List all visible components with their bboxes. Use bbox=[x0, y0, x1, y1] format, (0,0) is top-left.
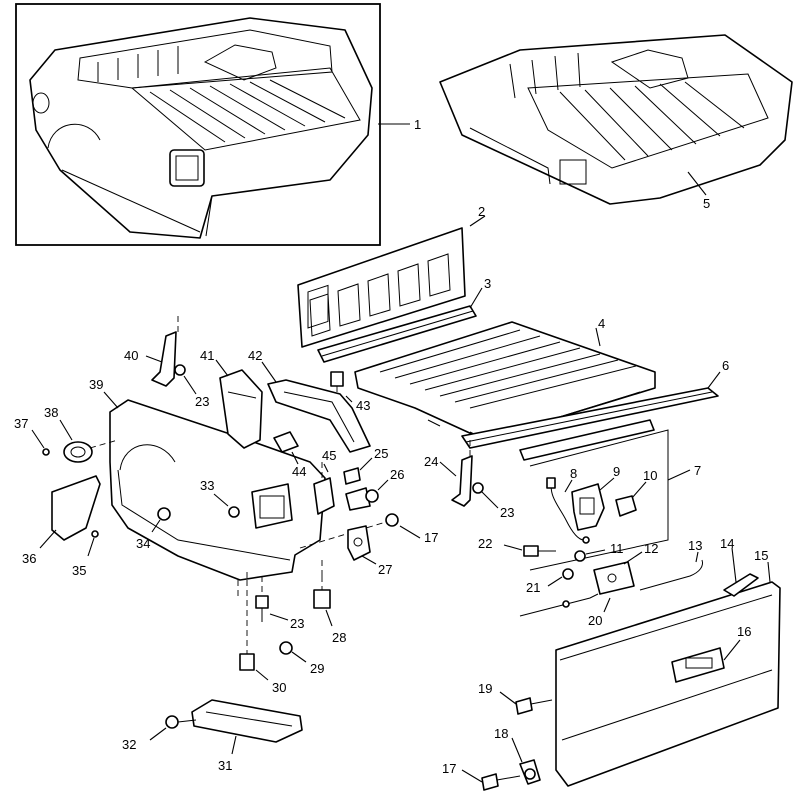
callout-44: 44 bbox=[292, 464, 306, 479]
callout-41: 41 bbox=[200, 348, 214, 363]
part-14-tailgate-cap: 14 bbox=[720, 536, 759, 597]
callout-31: 31 bbox=[218, 758, 232, 773]
part-40-bracket: 40 bbox=[124, 316, 179, 387]
part-10-bumper: 10 bbox=[615, 468, 657, 517]
part-38-fuel-housing: 38 bbox=[44, 405, 119, 463]
part-44-clip: 44 bbox=[273, 431, 306, 479]
part-20-rod: 20 bbox=[519, 593, 611, 628]
callout-16: 16 bbox=[737, 624, 751, 639]
callout-2: 2 bbox=[478, 204, 485, 219]
part-33-grommet: 33 bbox=[200, 478, 240, 518]
part-45-clip: 45 bbox=[313, 448, 336, 515]
callout-17a: 17 bbox=[424, 530, 438, 545]
callout-23a: 23 bbox=[195, 394, 209, 409]
callout-19: 19 bbox=[478, 681, 492, 696]
callout-43: 43 bbox=[356, 398, 370, 413]
part-36-fuel-door: 36 bbox=[22, 475, 101, 566]
part-5-bed-liner: 5 bbox=[439, 34, 793, 211]
part-11-nut: 11 bbox=[574, 541, 624, 562]
callout-13: 13 bbox=[688, 538, 702, 553]
part-21-bolt: 21 bbox=[526, 568, 574, 595]
callout-29: 29 bbox=[310, 661, 324, 676]
part-15-tailgate: 15 bbox=[555, 548, 781, 787]
callout-38: 38 bbox=[44, 405, 58, 420]
callout-26: 26 bbox=[390, 467, 404, 482]
part-32-bolt: 32 bbox=[122, 715, 197, 752]
callout-35: 35 bbox=[72, 563, 86, 578]
part-35-screw: 35 bbox=[72, 530, 99, 578]
part-23a-bolt: 23 bbox=[174, 364, 209, 409]
callout-7: 7 bbox=[694, 463, 701, 478]
callout-1: 1 bbox=[414, 117, 421, 132]
part-19-bolt: 19 bbox=[478, 681, 553, 715]
part-2-front-panel: 2 bbox=[297, 204, 486, 348]
callout-18: 18 bbox=[494, 726, 508, 741]
part-3-front-sill: 3 bbox=[317, 276, 491, 363]
part-18-hinge: 18 bbox=[494, 726, 541, 785]
callout-11: 11 bbox=[610, 541, 624, 556]
part-17a-bolt: 17 bbox=[299, 513, 438, 549]
callout-39: 39 bbox=[89, 377, 103, 392]
part-28-cage-nut: 28 bbox=[313, 576, 346, 645]
part-24-bracket: 24 bbox=[424, 440, 473, 507]
callout-24: 24 bbox=[424, 454, 438, 469]
callout-15: 15 bbox=[754, 548, 768, 563]
part-7-latch-group: 7 bbox=[519, 419, 701, 571]
callout-42: 42 bbox=[248, 348, 262, 363]
part-26-bolt: 26 bbox=[345, 467, 404, 511]
callout-9: 9 bbox=[613, 464, 620, 479]
callout-5: 5 bbox=[703, 196, 710, 211]
part-34-plug: 34 bbox=[136, 507, 171, 551]
part-37-screw: 37 bbox=[14, 416, 50, 456]
inset-assembled-box: 1 bbox=[15, 3, 421, 246]
callout-17b: 17 bbox=[442, 761, 456, 776]
callout-4: 4 bbox=[598, 316, 605, 331]
callout-37: 37 bbox=[14, 416, 28, 431]
part-27-striker: 27 bbox=[347, 525, 392, 577]
part-16-tailgate-handle: 16 bbox=[671, 624, 751, 683]
callout-8: 8 bbox=[570, 466, 577, 481]
callout-14: 14 bbox=[720, 536, 734, 551]
part-30-nut: 30 bbox=[239, 580, 286, 695]
callout-6: 6 bbox=[722, 358, 729, 373]
part-22-screw: 22 bbox=[478, 536, 556, 557]
callout-3: 3 bbox=[484, 276, 491, 291]
callout-28: 28 bbox=[332, 630, 346, 645]
part-23c-bolt: 23 bbox=[255, 576, 304, 631]
callout-36: 36 bbox=[22, 551, 36, 566]
part-41-side-panel: 41 bbox=[200, 348, 263, 449]
part-31-step: 31 bbox=[191, 699, 303, 773]
callout-10: 10 bbox=[643, 468, 657, 483]
callout-32: 32 bbox=[122, 737, 136, 752]
callout-20: 20 bbox=[588, 613, 602, 628]
part-17b-bolt: 17 bbox=[442, 761, 521, 791]
callout-40: 40 bbox=[124, 348, 138, 363]
part-4-bed-floor: 4 bbox=[354, 316, 656, 441]
part-8-cable: 8 bbox=[546, 466, 590, 544]
callout-45: 45 bbox=[322, 448, 336, 463]
part-25-screw: 25 bbox=[343, 446, 388, 485]
part-42-rail: 42 bbox=[248, 348, 371, 453]
callout-21: 21 bbox=[526, 580, 540, 595]
callout-34: 34 bbox=[136, 536, 150, 551]
callout-23b: 23 bbox=[500, 505, 514, 520]
callout-12: 12 bbox=[644, 541, 658, 556]
callout-27: 27 bbox=[378, 562, 392, 577]
part-9-latch-bracket: 9 bbox=[571, 464, 620, 531]
callout-22: 22 bbox=[478, 536, 492, 551]
callout-30: 30 bbox=[272, 680, 286, 695]
part-23b-bolt: 23 bbox=[472, 482, 514, 520]
part-12-latch: 12 bbox=[593, 541, 658, 595]
callout-33: 33 bbox=[200, 478, 214, 493]
callout-25: 25 bbox=[374, 446, 388, 461]
part-29-screw: 29 bbox=[279, 641, 324, 676]
part-43-nut: 43 bbox=[330, 371, 370, 413]
part-6-rear-sill: 6 bbox=[461, 358, 729, 449]
part-39-box-side: 39 bbox=[89, 377, 326, 581]
part-13-rod: 13 bbox=[639, 538, 703, 591]
callout-23c: 23 bbox=[290, 616, 304, 631]
